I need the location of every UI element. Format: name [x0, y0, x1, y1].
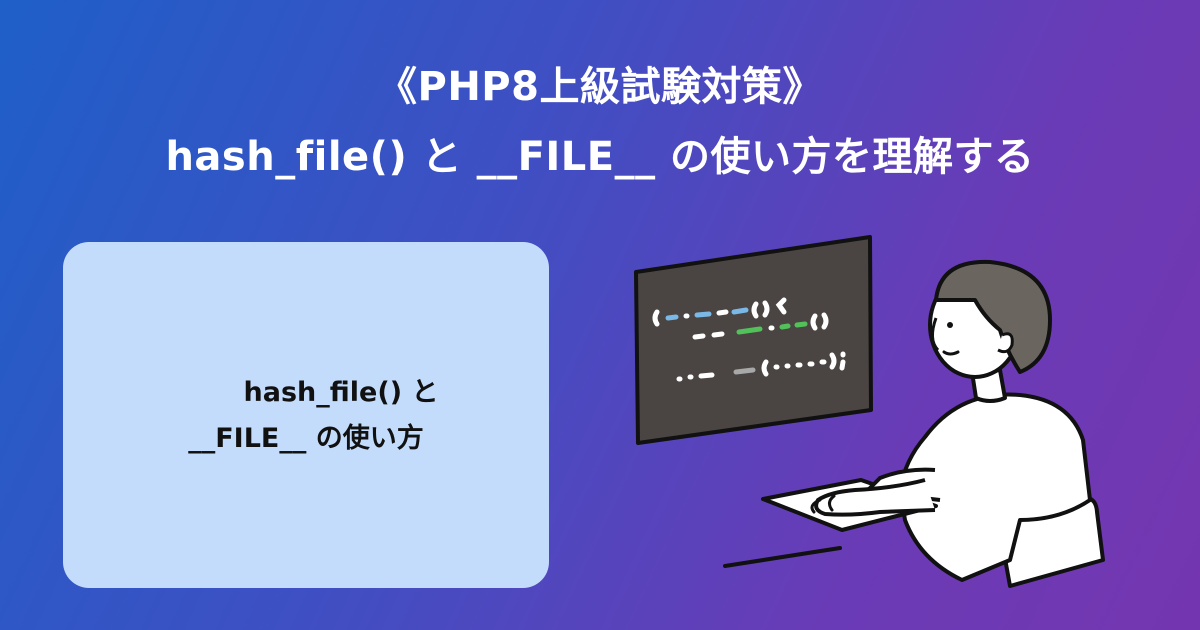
monitor-icon: [634, 235, 873, 445]
code-line-3: [676, 351, 846, 382]
code-line-2: [692, 312, 829, 340]
card-text: hash_file() と __FILE__ の使い方: [63, 370, 549, 462]
page-title: 《PHP8上級試験対策》 hash_file() と __FILE__ の使い方…: [0, 52, 1200, 192]
head-icon: [928, 259, 1052, 379]
person-at-computer-icon: [634, 235, 1105, 588]
topic-card: hash_file() と __FILE__ の使い方: [63, 242, 549, 588]
hair: [934, 259, 1052, 374]
title-line-2: hash_file() と __FILE__ の使い方を理解する: [165, 134, 1035, 180]
card-line-2: __FILE__ の使い方: [188, 423, 424, 454]
fingers: [810, 494, 836, 514]
eye: [947, 322, 953, 328]
desk-edge: [723, 546, 842, 568]
title-line-1: 《PHP8上級試験対策》: [377, 64, 823, 110]
code-line-1: [652, 297, 787, 327]
card-line-1: hash_file() と: [243, 377, 439, 408]
mouth: [942, 350, 960, 356]
ear: [997, 332, 1014, 354]
